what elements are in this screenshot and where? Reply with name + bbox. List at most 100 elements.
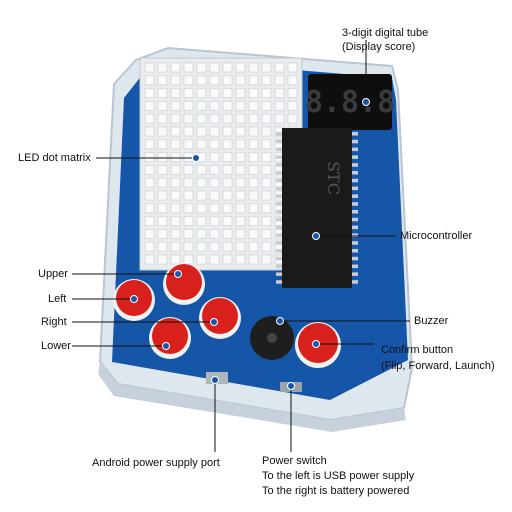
led-dot (287, 113, 298, 124)
led-dot (235, 164, 246, 175)
led-dot (261, 177, 272, 188)
led-dot (170, 190, 181, 201)
led-dot (235, 88, 246, 99)
led-dot (157, 164, 168, 175)
led-dot (235, 241, 246, 252)
chip-pin (276, 132, 282, 136)
led-dot (248, 100, 259, 111)
chip-pin (352, 233, 358, 237)
led-dot (183, 190, 194, 201)
label-power-title: Power switch (262, 455, 327, 467)
chip-pin (352, 186, 358, 191)
led-dot (157, 241, 168, 252)
chip-pin (352, 202, 358, 206)
chip-pin (276, 210, 282, 214)
led-dot (287, 75, 298, 86)
led-dot (144, 216, 155, 227)
led-dot (261, 216, 272, 227)
led-dot (248, 62, 259, 73)
led-dot (222, 190, 233, 201)
led-dot (248, 113, 259, 124)
chip-pin (276, 155, 282, 159)
led-dot (209, 113, 220, 124)
led-dot (183, 216, 194, 227)
led-dot (261, 139, 272, 150)
led-dot (170, 100, 181, 111)
label-upper: Upper (38, 268, 68, 280)
led-dot (222, 88, 233, 99)
led-dot (196, 75, 207, 86)
led-dot (261, 254, 272, 265)
led-dot (157, 113, 168, 124)
led-dot (196, 228, 207, 239)
led-dot (235, 203, 246, 214)
led-dot (222, 100, 233, 111)
led-dot (170, 254, 181, 265)
led-dot (248, 152, 259, 163)
led-dot (170, 241, 181, 252)
led-dot (157, 177, 168, 188)
chip-pin (352, 132, 358, 136)
led-dot (183, 113, 194, 124)
led-dot (183, 100, 194, 111)
led-dot (235, 228, 246, 239)
chip-pin (352, 171, 358, 175)
led-dot (196, 88, 207, 99)
led-dot (196, 62, 207, 73)
led-dot (209, 164, 220, 175)
led-dot (209, 100, 220, 111)
case-bottom-edge (98, 362, 406, 432)
led-dot (196, 139, 207, 150)
chip-pin (352, 272, 358, 276)
led-dot (144, 254, 155, 265)
led-dot (157, 216, 168, 227)
led-dot (222, 203, 233, 214)
led-dot (209, 190, 220, 201)
led-dot (157, 152, 168, 163)
led-dot (261, 152, 272, 163)
chip-pin (276, 249, 282, 253)
led-dot (248, 75, 259, 86)
led-dot (196, 100, 207, 111)
led-dot (248, 228, 259, 239)
led-dot (261, 241, 272, 252)
led-dot (196, 241, 207, 252)
microcontroller-chip (282, 128, 352, 288)
led-dot (196, 254, 207, 265)
led-dot (248, 177, 259, 188)
led-dot (274, 75, 285, 86)
label-display-title: 3-digit digital tube (342, 27, 429, 39)
led-dot (261, 203, 272, 214)
buzzer-hole (267, 333, 277, 343)
led-dot (170, 152, 181, 163)
led-dot (157, 254, 168, 265)
chip-pin (352, 147, 358, 152)
label-buzzer: Buzzer (414, 315, 449, 327)
led-dot (222, 164, 233, 175)
led-dot (144, 241, 155, 252)
led-dot (157, 139, 168, 150)
led-dot (248, 126, 259, 137)
led-dot (144, 113, 155, 124)
led-dot (170, 126, 181, 137)
chip-pin (276, 178, 282, 183)
led-dot (248, 203, 259, 214)
led-dot (261, 190, 272, 201)
led-dot (235, 152, 246, 163)
label-led-matrix: LED dot matrix (18, 152, 91, 164)
led-dot (222, 241, 233, 252)
led-dot (261, 100, 272, 111)
chip-pin (352, 163, 358, 167)
led-dot (222, 75, 233, 86)
led-dot (170, 164, 181, 175)
led-dot (235, 62, 246, 73)
led-dot (144, 126, 155, 137)
led-dot (183, 152, 194, 163)
led-dot (183, 228, 194, 239)
label-microcontroller: Microcontroller (400, 230, 473, 242)
led-dot (222, 228, 233, 239)
led-dot (235, 254, 246, 265)
chip-pin (276, 280, 282, 284)
led-dot (222, 113, 233, 124)
